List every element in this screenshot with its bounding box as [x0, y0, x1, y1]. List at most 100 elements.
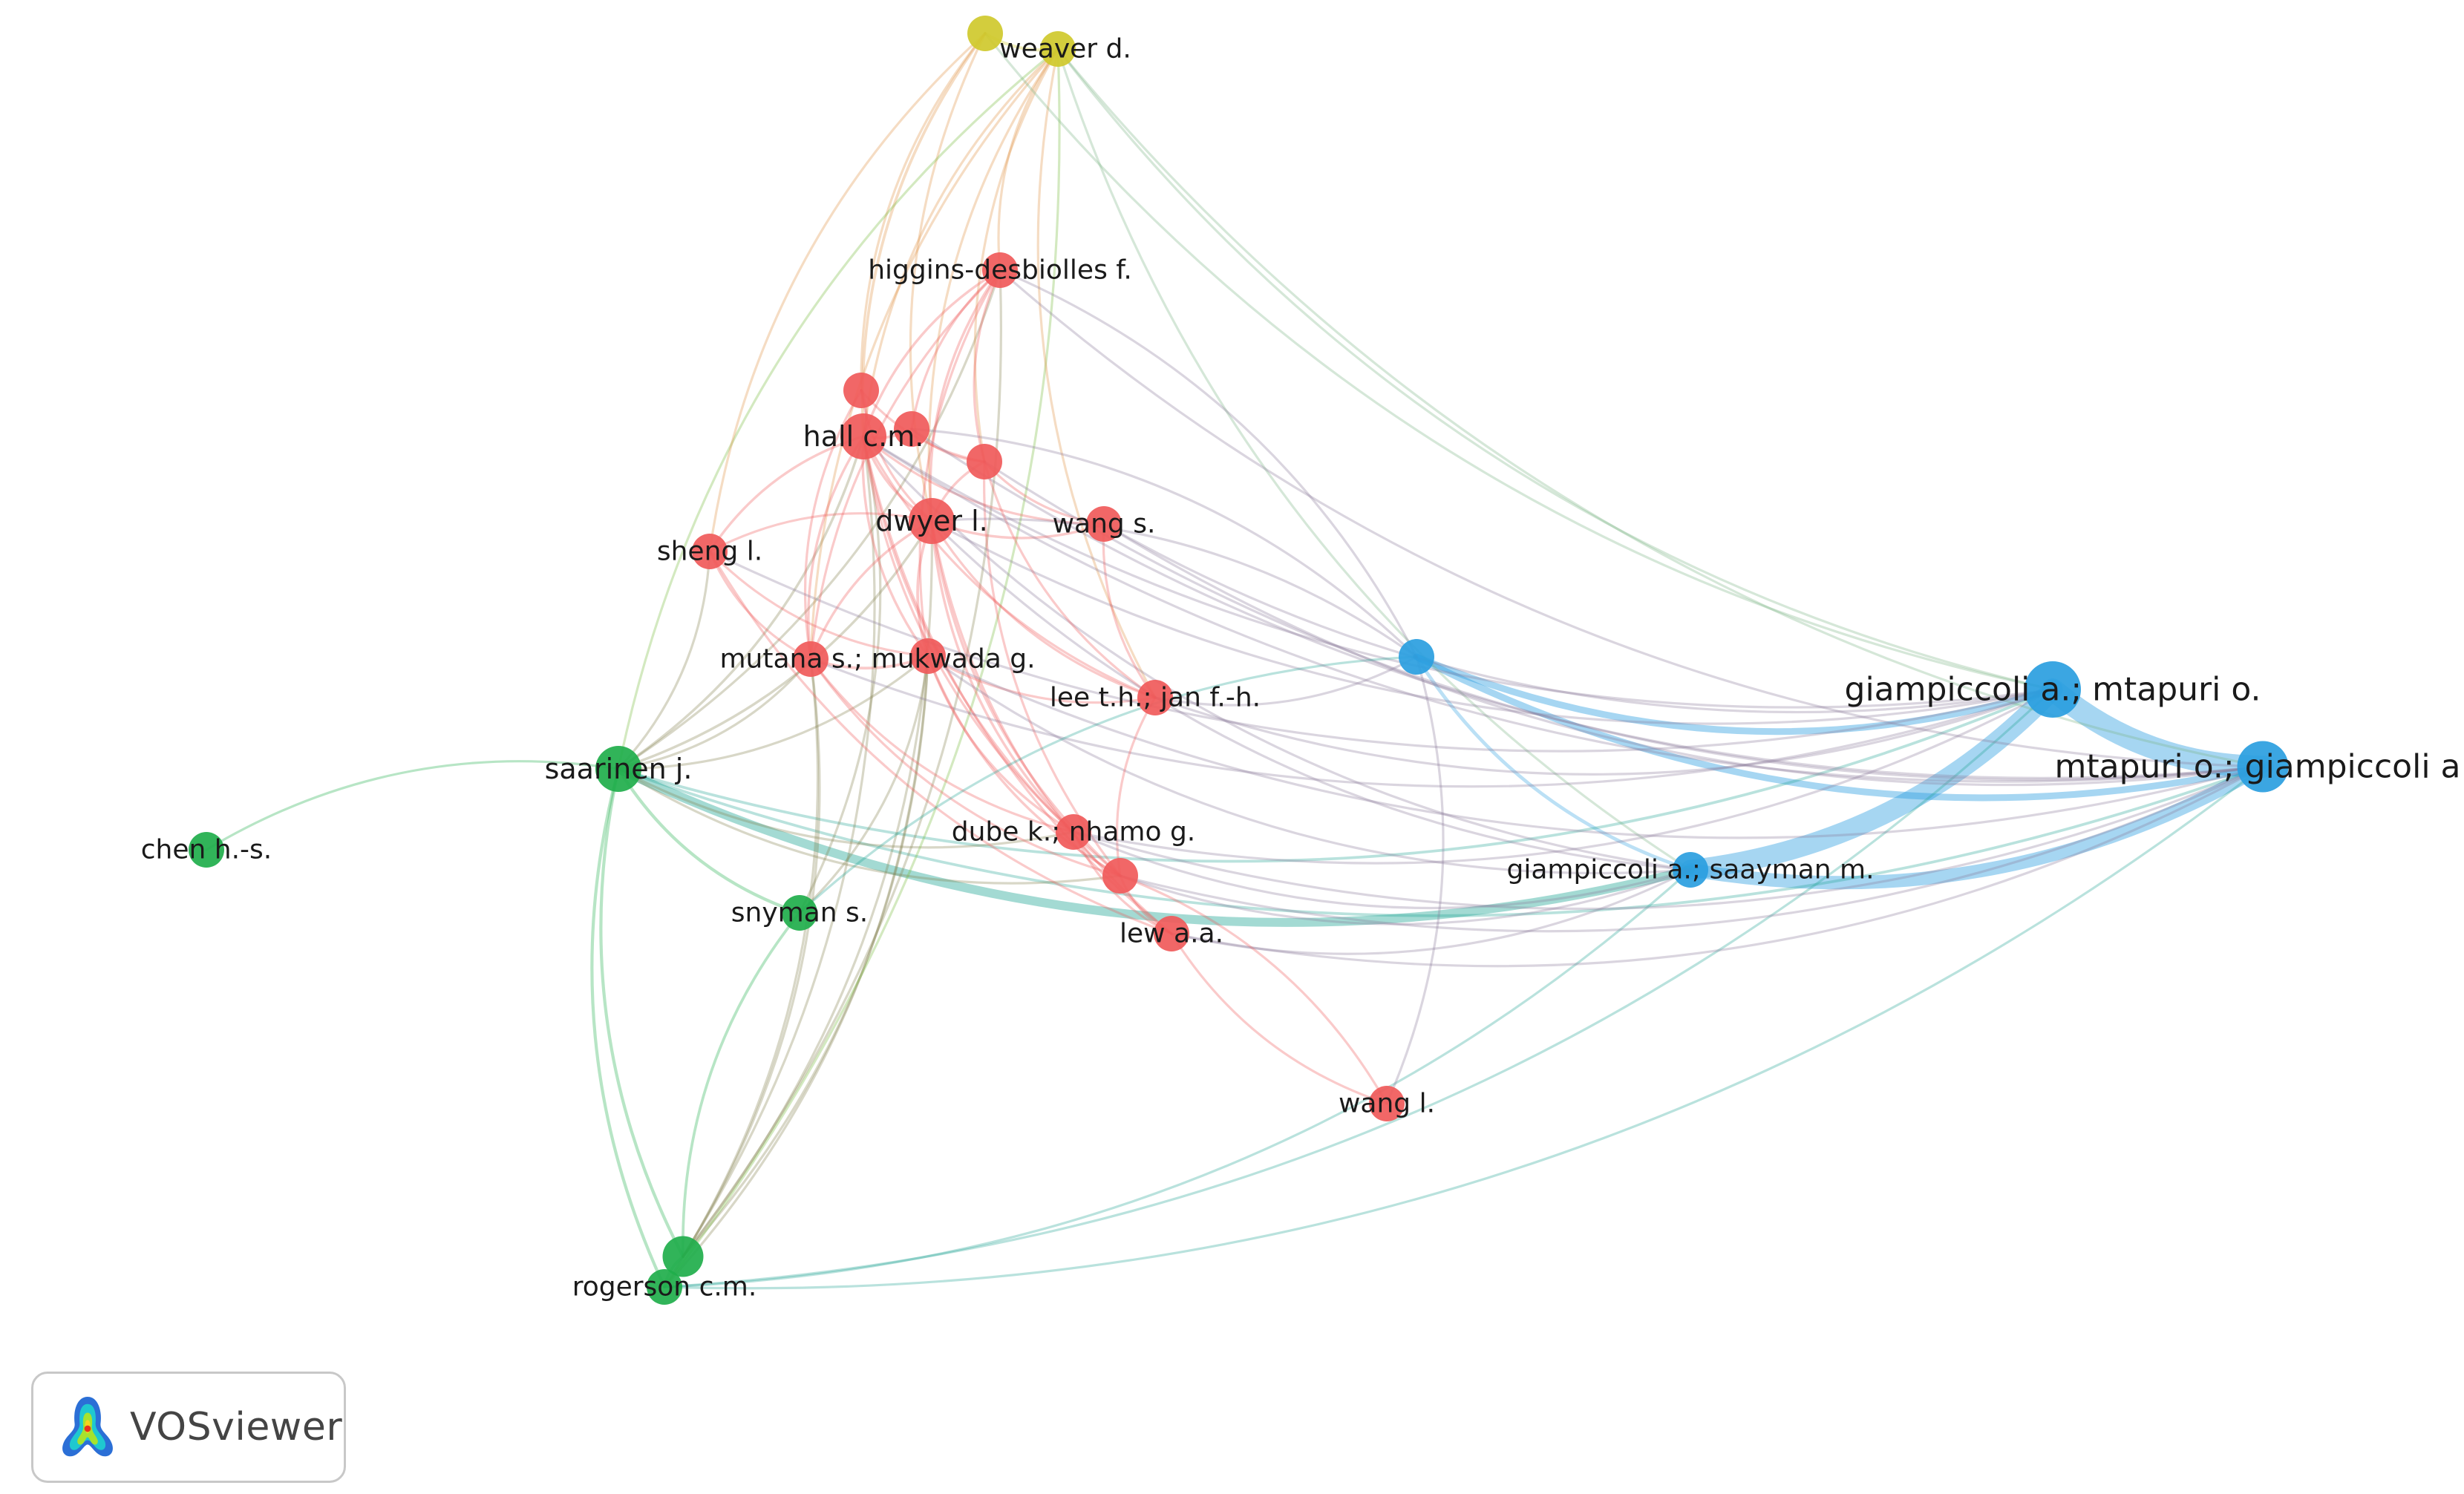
link-blue_a-snyman: [798, 655, 1418, 914]
link-saarinen-red_d: [617, 655, 929, 770]
node-red_a[interactable]: [843, 373, 879, 408]
label-sheng: sheng l.: [657, 537, 762, 567]
link-snyman-red_d: [798, 655, 929, 914]
node-red_d[interactable]: [910, 638, 946, 674]
link-mutana-giamp_mtapuri: [809, 658, 2054, 788]
node-lew[interactable]: [1154, 916, 1189, 951]
link-sheng-red_d: [708, 550, 929, 658]
link-hall-red_d: [861, 435, 929, 658]
link-dwyer-sheng: [708, 512, 933, 553]
link-green_a-higgins: [682, 269, 1002, 1258]
label-mtapuri_giamp: mtapuri o.; giampiccoli a.: [2055, 748, 2464, 786]
link-rogerson-red_d: [663, 655, 929, 1288]
link-red_d-mtapuri_giamp: [927, 655, 2264, 839]
link-rogerson-giamp_saayman: [663, 868, 1692, 1288]
label-dube: dube k.; nhamo g.: [952, 817, 1196, 848]
node-hall[interactable]: [840, 413, 886, 459]
link-rogerson-mutana: [663, 658, 820, 1288]
node-wang_s[interactable]: [1086, 506, 1122, 542]
link-saarinen-sheng: [617, 550, 711, 770]
link-weaver_d-giamp_saayman: [1056, 47, 1692, 871]
node-red_b[interactable]: [894, 411, 929, 447]
link-blue_a-higgins: [999, 269, 1418, 658]
link-weaver_a-giamp_mtapuri: [984, 32, 2054, 691]
link-blue_a-mtapuri_giamp: [1413, 653, 2267, 802]
node-weaver_a[interactable]: [967, 16, 1003, 51]
link-sheng-mutana: [708, 550, 812, 661]
node-giamp_mtapuri[interactable]: [2025, 661, 2081, 718]
node-red_c[interactable]: [967, 444, 1002, 479]
link-saarinen-mutana: [617, 658, 812, 770]
node-weaver_d[interactable]: [1040, 31, 1076, 67]
link-weaver_d-lee: [1036, 47, 1157, 699]
link-blue_a-giamp_mtapuri: [1413, 653, 2056, 735]
link-red_e-mtapuri_giamp: [1119, 765, 2264, 933]
label-saarinen: saarinen j.: [545, 753, 693, 785]
label-wang_s: wang s.: [1053, 509, 1156, 540]
label-lee: lee t.h.; jan f.-h.: [1050, 683, 1261, 713]
link-wang_s-mtapuri_giamp: [1102, 522, 2264, 787]
link-red_d-giamp_saayman: [927, 655, 1692, 875]
link-dwyer-mutana: [809, 520, 933, 661]
node-mutana[interactable]: [793, 641, 829, 677]
link-saarinen-green_a: [599, 767, 685, 1259]
label-lew: lew a.a.: [1120, 919, 1223, 949]
link-rogerson-weaver_d: [663, 47, 1061, 1288]
node-green_a[interactable]: [662, 1236, 704, 1277]
node-wang_l[interactable]: [1369, 1086, 1405, 1121]
link-weaver_d-dwyer: [927, 47, 1059, 522]
link-red_d-dube: [927, 655, 1075, 833]
node-dube[interactable]: [1056, 814, 1091, 850]
network-nodes: [189, 16, 2289, 1305]
link-saarinen-dube: [617, 767, 1075, 849]
link-dwyer-giamp_saayman: [930, 520, 1692, 871]
link-weaver_d-red_c: [973, 47, 1059, 463]
link-saarinen-giamp_saayman: [614, 764, 1695, 927]
node-chen[interactable]: [189, 832, 224, 868]
node-saarinen[interactable]: [595, 746, 641, 792]
link-lee-giamp_mtapuri: [1154, 688, 2054, 776]
link-saarinen-mtapuri_giamp: [617, 765, 2264, 917]
link-dwyer-dube: [930, 520, 1075, 833]
link-weaver_a-dwyer: [909, 32, 987, 522]
link-lew-giamp_saayman: [1170, 868, 1692, 955]
link-red_b-mtapuri_giamp: [910, 427, 2264, 779]
node-blue_a[interactable]: [1399, 639, 1434, 675]
node-sheng[interactable]: [692, 534, 728, 569]
link-dwyer-lee: [930, 520, 1157, 699]
link-saarinen-giamp_mtapuri: [617, 688, 2054, 863]
link-giamp_saayman-mtapuri_giamp: [1684, 760, 2269, 890]
node-rogerson[interactable]: [647, 1269, 682, 1305]
link-higgins-dwyer: [929, 269, 1001, 522]
link-wang_l-red_e: [1119, 874, 1388, 1105]
node-dwyer[interactable]: [909, 498, 955, 544]
vosviewer-badge[interactable]: VOSviewer: [31, 1372, 346, 1483]
label-weaver_d: weaver d.: [999, 34, 1131, 65]
link-hall-giamp_saayman: [862, 435, 1692, 871]
link-hall-mutana: [807, 435, 865, 661]
label-snyman: snyman s.: [731, 898, 868, 928]
link-wang_l-blue_a: [1385, 655, 1445, 1105]
node-giamp_saayman[interactable]: [1673, 852, 1708, 888]
link-red_d-lee: [927, 655, 1157, 704]
node-snyman[interactable]: [782, 895, 817, 931]
vosviewer-label: VOSviewer: [130, 1405, 343, 1449]
link-weaver_d-mutana: [809, 47, 1059, 661]
link-weaver_d-saarinen: [617, 47, 1059, 770]
node-higgins[interactable]: [982, 252, 1018, 288]
link-dube-mtapuri_giamp: [1072, 765, 2264, 911]
link-red_c-lee: [983, 460, 1157, 699]
link-weaver_d-higgins: [997, 47, 1059, 272]
link-mutana-dube: [809, 658, 1075, 833]
node-lee[interactable]: [1137, 680, 1173, 715]
link-lew-wang_l: [1170, 932, 1388, 1105]
link-rogerson-mtapuri_giamp: [663, 765, 2264, 1290]
node-red_e[interactable]: [1102, 858, 1138, 894]
link-blue_a-red_b: [910, 427, 1418, 658]
link-saarinen-chen: [205, 760, 620, 851]
link-higgins-mtapuri_giamp: [999, 269, 2264, 768]
link-saarinen-rogerson: [590, 767, 667, 1289]
link-saarinen-snyman: [616, 767, 802, 915]
node-mtapuri_giamp[interactable]: [2237, 741, 2289, 793]
